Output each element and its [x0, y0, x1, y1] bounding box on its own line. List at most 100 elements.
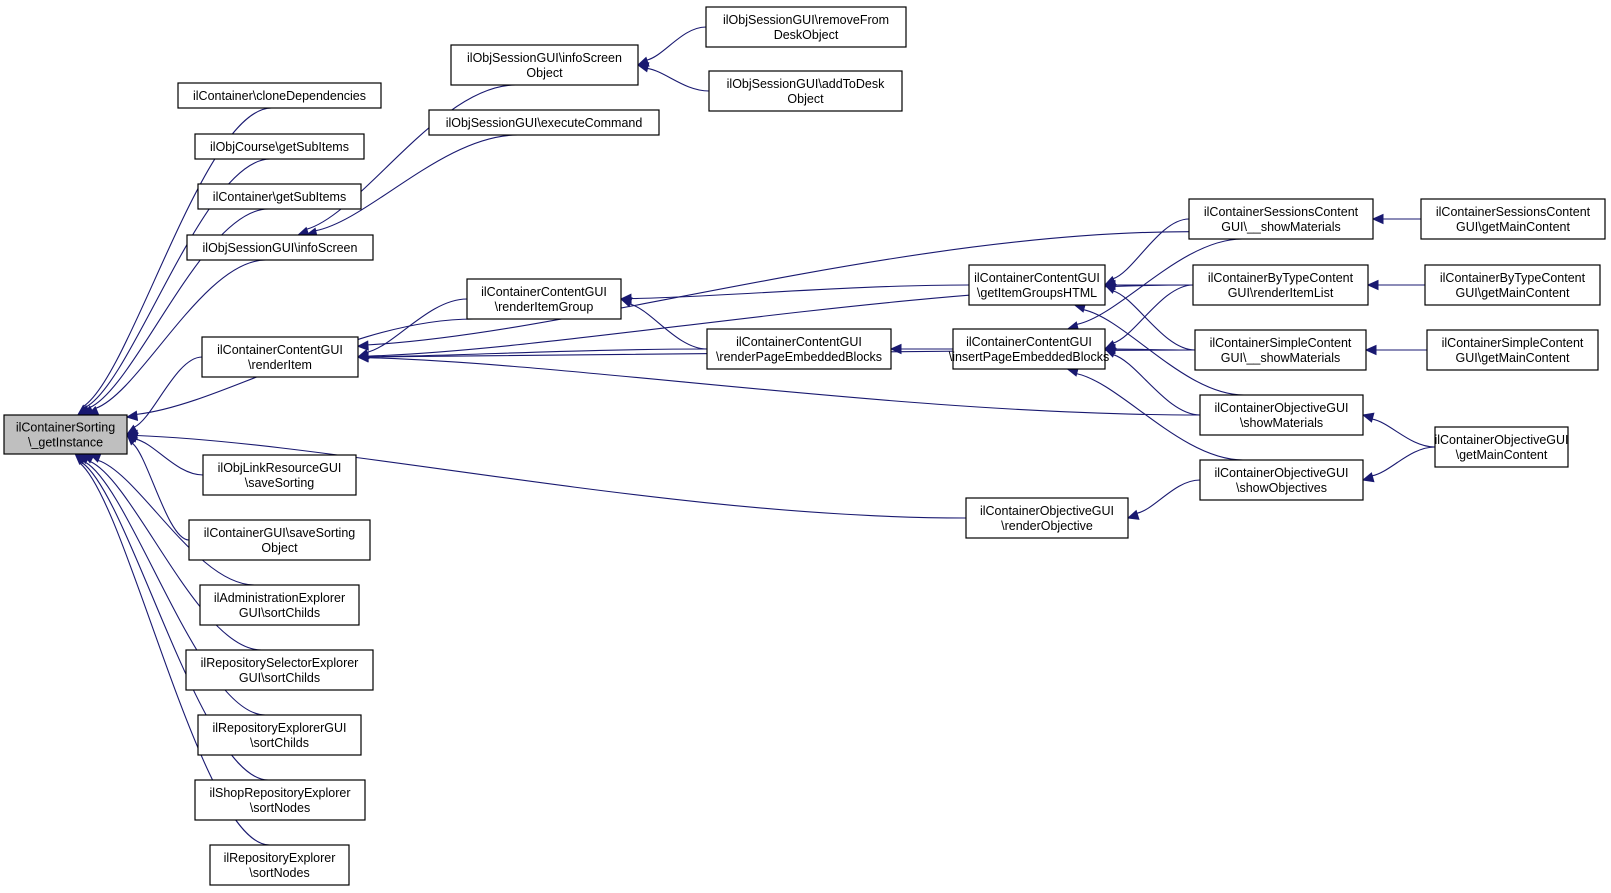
- node-label: ilObjSessionGUI\removeFrom: [723, 13, 889, 27]
- node-clone[interactable]: ilContainer\cloneDependencies: [177, 82, 382, 109]
- node-box: [197, 183, 362, 210]
- node-label: GUI\renderItemList: [1228, 286, 1334, 300]
- node-label: ilContainerSorting: [16, 421, 115, 435]
- arrowhead-icon: [1361, 412, 1375, 423]
- node-box: [708, 70, 903, 112]
- node-box: [968, 264, 1106, 306]
- node-label: ilContainerByTypeContent: [1440, 271, 1586, 285]
- node-by-type-list[interactable]: ilContainerByTypeContentGUI\renderItemLi…: [1192, 264, 1369, 306]
- edge-simple-show-to-get-igh: [1103, 284, 1196, 351]
- node-obj-main[interactable]: ilContainerObjectiveGUI\getMainContent: [1434, 426, 1569, 468]
- node-label: \showObjectives: [1236, 481, 1327, 495]
- node-sess-main[interactable]: ilContainerSessionsContentGUI\getMainCon…: [1420, 198, 1606, 240]
- node-label: GUI\getMainContent: [1456, 286, 1570, 300]
- node-label: \renderItemGroup: [495, 300, 594, 314]
- node-box: [199, 584, 360, 626]
- node-label: ilContainerContentGUI: [974, 271, 1100, 285]
- node-box: [177, 82, 382, 109]
- edge-line: [89, 208, 269, 409]
- edge-line: [1114, 348, 1196, 351]
- edge-line: [1076, 238, 1243, 325]
- node-box: [706, 328, 892, 370]
- arrowhead-icon: [356, 352, 369, 363]
- node-obj-show-mat[interactable]: ilContainerObjectiveGUI\showMaterials: [1199, 394, 1364, 436]
- edge-line: [95, 259, 266, 409]
- edge-by-type-list-to-insert-peb: [1103, 284, 1194, 350]
- node-repexpgui[interactable]: ilRepositoryExplorerGUI\sortChilds: [197, 714, 362, 756]
- node-repexp[interactable]: ilRepositoryExplorer\sortNodes: [209, 844, 350, 886]
- node-label: ilContainerContentGUI: [481, 285, 607, 299]
- node-label: \renderItem: [248, 358, 312, 372]
- edge-line: [1112, 290, 1196, 351]
- node-repsel[interactable]: ilRepositorySelectorExplorerGUI\sortChil…: [185, 649, 374, 691]
- edge-line: [1112, 284, 1194, 344]
- node-render-item-group[interactable]: ilContainerContentGUI\renderItemGroup: [466, 278, 622, 320]
- node-box: [185, 649, 374, 691]
- node-linkres[interactable]: ilObjLinkResourceGUI\saveSorting: [202, 454, 357, 496]
- node-sess-show[interactable]: ilContainerSessionsContentGUI\__showMate…: [1188, 198, 1374, 240]
- arrowhead-icon: [889, 343, 902, 355]
- edge-line: [647, 67, 710, 92]
- node-insert-peb[interactable]: ilContainerContentGUI\insertPageEmbedded…: [949, 328, 1110, 370]
- node-label: \saveSorting: [245, 476, 315, 490]
- node-label: \showMaterials: [1240, 416, 1323, 430]
- node-label: ilContainerGUI\saveSorting: [204, 526, 356, 540]
- node-label: \insertPageEmbeddedBlocks: [949, 350, 1110, 364]
- node-render-peb[interactable]: ilContainerContentGUI\renderPageEmbedded…: [706, 328, 892, 370]
- node-by-type-main[interactable]: ilContainerByTypeContentGUI\getMainConte…: [1424, 264, 1601, 306]
- node-box: [1194, 329, 1367, 371]
- node-cont-sub[interactable]: ilContainer\getSubItems: [197, 183, 362, 210]
- node-get-igh[interactable]: ilContainerContentGUI\getItemGroupsHTML: [968, 264, 1106, 306]
- node-label: ilAdministrationExplorer: [214, 591, 345, 605]
- edge-sess-show-to-get-igh: [1103, 218, 1190, 286]
- edge-simple-main-to-simple-show: [1364, 344, 1427, 356]
- arrowhead-icon: [1364, 344, 1377, 356]
- arrowhead-icon: [1103, 347, 1117, 358]
- node-label: \sortNodes: [249, 866, 309, 880]
- edge-line: [1371, 446, 1436, 477]
- arrowhead-icon: [619, 297, 633, 308]
- node-render-objective[interactable]: ilContainerObjectiveGUI\renderObjective: [965, 497, 1129, 539]
- node-label: ilRepositoryExplorer: [224, 851, 336, 865]
- node-label: ilContainer\cloneDependencies: [193, 89, 366, 103]
- edge-obj-show-obj-to-render-objective: [1126, 479, 1201, 520]
- edge-obj-show-mat-to-insert-peb: [1103, 347, 1201, 416]
- node-box: [1192, 264, 1369, 306]
- node-exec[interactable]: ilObjSessionGUI\executeCommand: [428, 109, 660, 136]
- node-label: \getMainContent: [1456, 448, 1548, 462]
- node-render-item[interactable]: ilContainerContentGUI\renderItem: [201, 336, 359, 378]
- node-box: [466, 278, 622, 320]
- edge-line: [1076, 373, 1243, 461]
- arrowhead-icon: [125, 410, 139, 421]
- edge-line: [131, 442, 190, 541]
- node-simple-show[interactable]: ilContainerSimpleContentGUI\__showMateri…: [1194, 329, 1367, 371]
- node-label: ilObjSessionGUI\infoScreen: [467, 51, 622, 65]
- edge-insert-peb-to-render-peb: [889, 343, 953, 355]
- node-label: ilObjSessionGUI\executeCommand: [446, 116, 643, 130]
- node-obj-show-obj[interactable]: ilContainerObjectiveGUI\showObjectives: [1199, 459, 1364, 501]
- node-simple-main[interactable]: ilContainerSimpleContentGUI\getMainConte…: [1426, 329, 1599, 371]
- node-label: \_getInstance: [28, 436, 103, 450]
- node-root[interactable]: ilContainerSorting\_getInstance: [3, 414, 128, 455]
- node-info[interactable]: ilObjSessionGUI\infoScreen: [186, 234, 374, 261]
- node-box: [1420, 198, 1606, 240]
- node-course-sub[interactable]: ilObjCourse\getSubItems: [194, 133, 365, 160]
- node-label: ilObjCourse\getSubItems: [210, 140, 349, 154]
- node-label: ilRepositoryExplorerGUI: [212, 721, 346, 735]
- edge-remove-desk-to-info-obj: [636, 26, 707, 67]
- edge-repexp-to-root: [74, 453, 270, 846]
- arrowhead-icon: [1103, 284, 1117, 294]
- edge-line: [84, 461, 266, 716]
- node-label: \getItemGroupsHTML: [977, 286, 1097, 300]
- edge-render-item-group-to-render-item: [356, 298, 468, 360]
- node-shop[interactable]: ilShopRepositoryExplorer\sortNodes: [194, 779, 366, 821]
- edge-line: [79, 462, 270, 846]
- arrowhead-icon: [126, 433, 139, 446]
- edge-line: [630, 284, 970, 300]
